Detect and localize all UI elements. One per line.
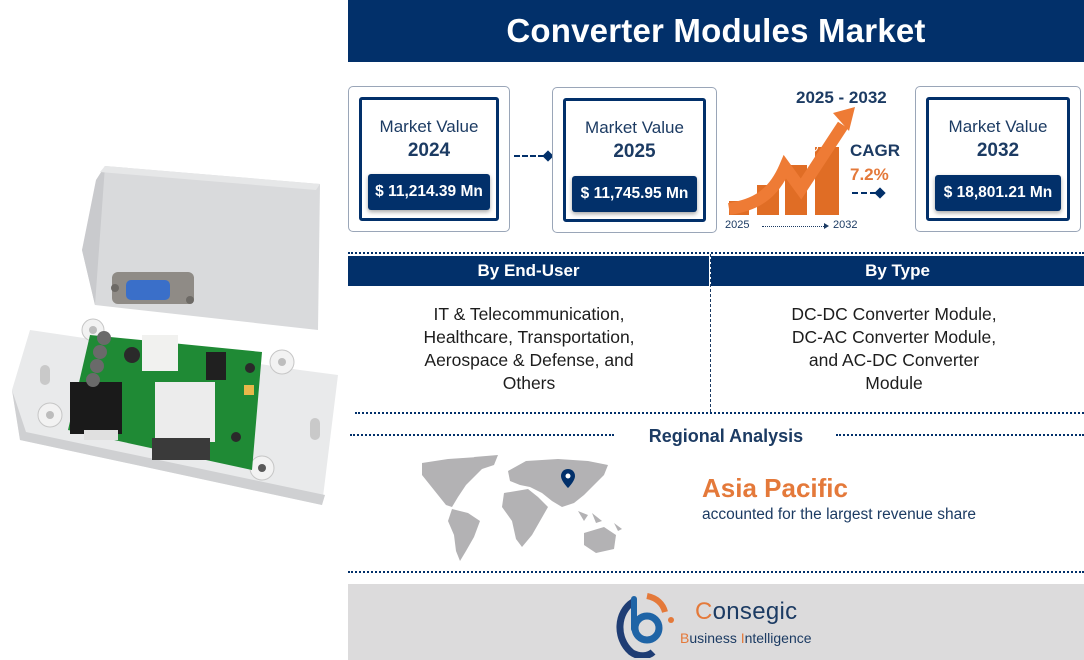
diamond-icon [874, 187, 886, 199]
divider [348, 571, 1084, 573]
segment-body-type: DC-DC Converter Module, DC-AC Converter … [711, 303, 1077, 395]
dashed-line [852, 192, 876, 194]
brand-initial: C [695, 598, 713, 625]
dashed-line [514, 155, 544, 157]
region-description: accounted for the largest revenue share [702, 506, 977, 523]
tagline-word-2: ntelligence [744, 630, 812, 646]
tagline-initial-b: B [680, 630, 690, 646]
market-value-amount: $ 11,214.39 Mn [368, 174, 490, 210]
card-frame: Market Value 2032 $ 18,801.21 Mn [926, 97, 1070, 221]
market-value-year: 2032 [976, 140, 1020, 161]
segment-line: DC-DC Converter Module, [791, 304, 997, 324]
segment-line: Module [865, 373, 923, 393]
connector-arrow [852, 187, 886, 199]
market-value-card-2032: Market Value 2032 $ 18,801.21 Mn [915, 86, 1081, 232]
divider [836, 434, 1084, 436]
region-name: Asia Pacific [702, 473, 848, 503]
divider [355, 412, 1084, 414]
cagr-value: 7.2% [850, 165, 889, 184]
tagline-word-1: usiness [689, 630, 741, 646]
cagr-block: 2025 - 2032 CAGR CAGR 7.2% 2025 2032 [720, 85, 920, 235]
connector-arrow [514, 150, 554, 162]
segment-line: Aerospace & Defense, and [424, 350, 634, 370]
divider [350, 434, 614, 436]
brand-name: Consegic [695, 598, 797, 626]
vertical-divider [710, 254, 711, 412]
segment-line: IT & Telecommunication, [433, 304, 625, 324]
cagr-range: 2025 - 2032 [796, 88, 887, 107]
market-value-year: 2025 [613, 141, 656, 162]
segment-line: Others [502, 373, 556, 393]
tagline-initial-i: I [740, 630, 745, 646]
segment-line: and AC-DC Converter [808, 350, 980, 370]
regional-analysis-title: Regional Analysis [648, 426, 804, 446]
segment-header-end-user: By End-User [348, 256, 709, 286]
market-value-label: Market Value [585, 118, 684, 137]
segment-line: DC-AC Converter Module, [791, 327, 997, 347]
arrow-right-icon [824, 223, 829, 229]
timeline-line [762, 226, 824, 227]
footer: Consegic Business Intelligence [348, 584, 1084, 660]
market-value-year: 2024 [407, 140, 451, 161]
brand-rest: onsegic [712, 598, 798, 625]
divider [348, 252, 1084, 254]
market-value-amount: $ 11,745.95 Mn [572, 176, 697, 212]
market-value-card-2025: Market Value 2025 $ 11,745.95 Mn [552, 87, 717, 233]
converter-module-image [12, 166, 338, 505]
cagr-end-year: 2032 [833, 219, 858, 231]
logo-mark-icon [616, 593, 674, 658]
world-map-icon [422, 455, 622, 561]
product-photo [0, 0, 348, 660]
growth-chart-icon: CAGR [727, 107, 855, 215]
location-pin-icon [561, 469, 575, 488]
cagr-start-year: 2025 [725, 219, 750, 231]
market-value-label: Market Value [948, 117, 1048, 136]
page-title: Converter Modules Market [348, 0, 1084, 62]
cagr-title: CAGR [850, 141, 901, 160]
consegic-logo: Consegic Business Intelligence [613, 590, 833, 658]
market-value-label: Market Value [379, 117, 479, 136]
segment-line: Healthcare, Transportation, [423, 327, 635, 347]
market-value-amount: $ 18,801.21 Mn [935, 175, 1061, 211]
segment-header-type: By Type [711, 256, 1084, 286]
market-value-card-2024: Market Value 2024 $ 11,214.39 Mn [348, 86, 510, 232]
segment-body-end-user: IT & Telecommunication, Healthcare, Tran… [348, 303, 710, 395]
card-frame: Market Value 2025 $ 11,745.95 Mn [563, 98, 706, 222]
card-frame: Market Value 2024 $ 11,214.39 Mn [359, 97, 499, 221]
brand-tagline: Business Intelligence [680, 630, 812, 646]
